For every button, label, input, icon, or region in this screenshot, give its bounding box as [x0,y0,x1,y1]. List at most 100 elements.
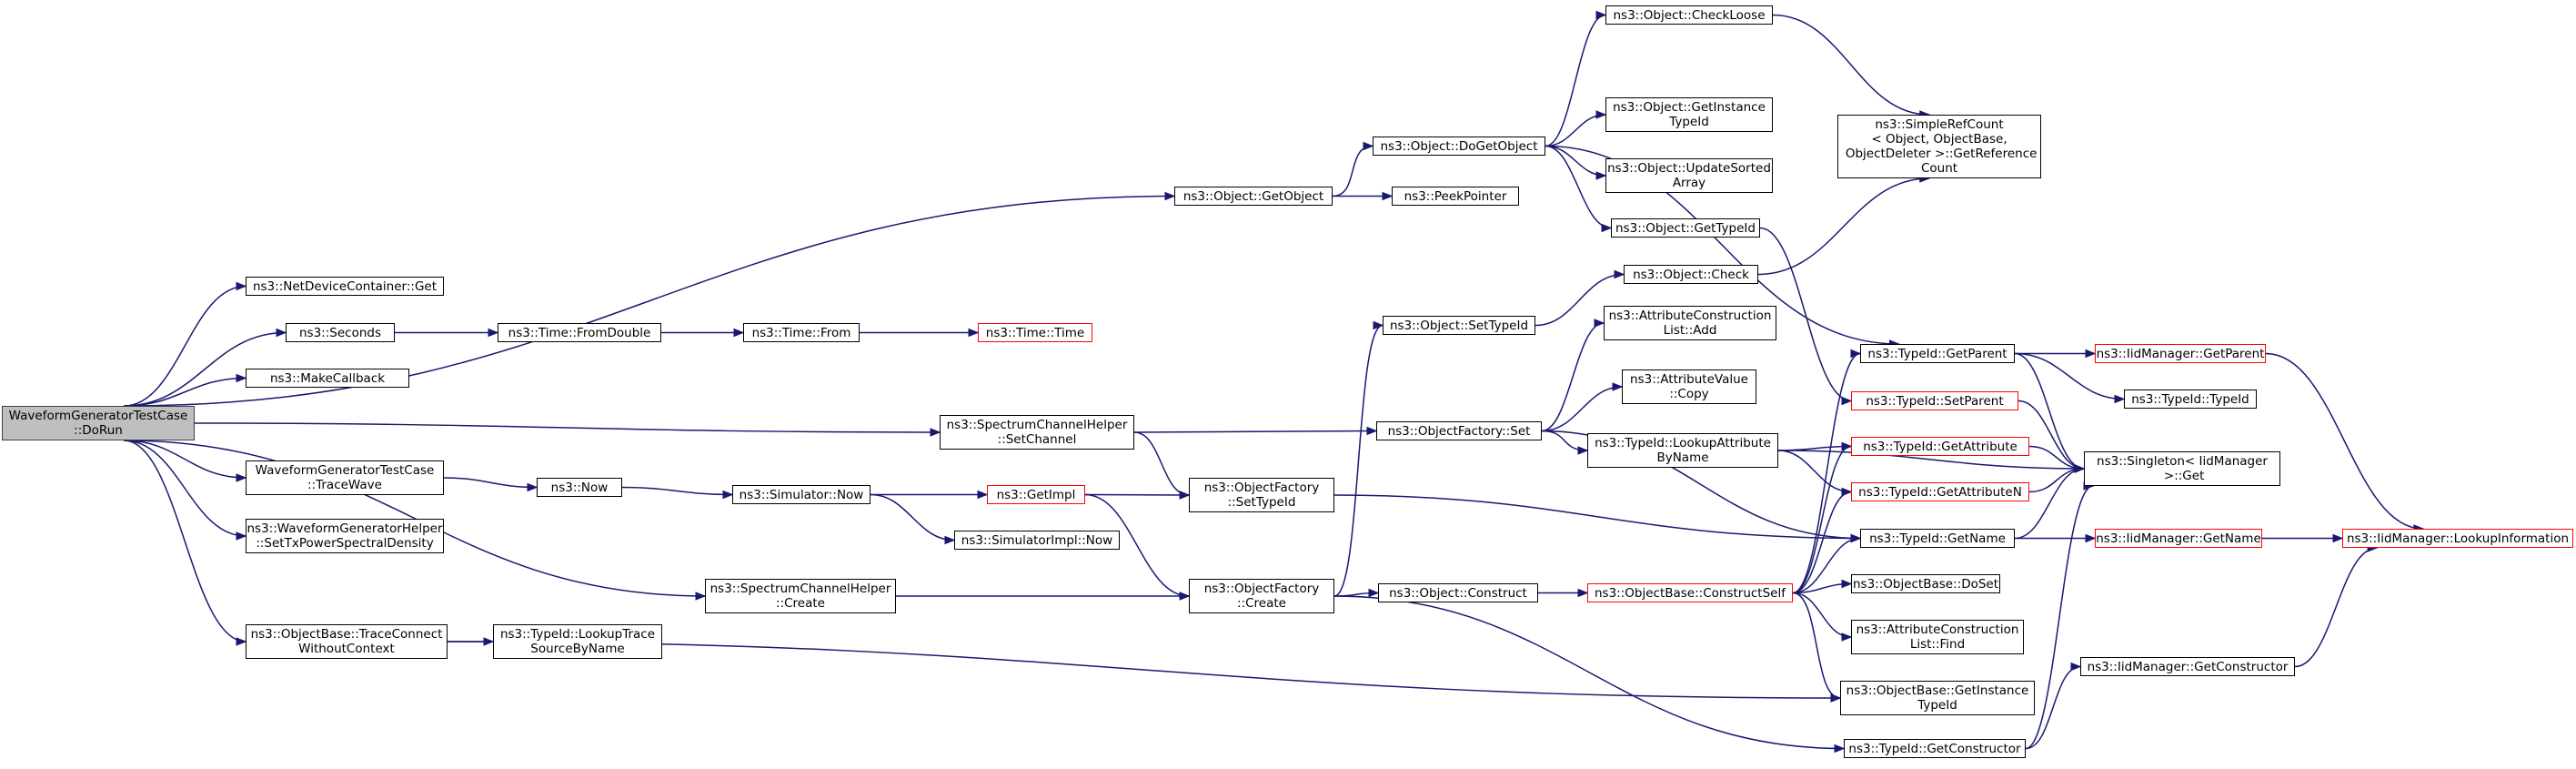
edge-lookupattr-singletonget [1777,450,2085,470]
edge-root-tracecwc [124,440,247,643]
arrowhead-constructself-tidgetattr [1841,441,1853,451]
arrowhead-ofcreate-objconstruct [1368,588,1380,598]
edge-tracewave-now [443,477,538,489]
arrowhead-objsettypeid-objcheck [1614,269,1625,279]
edge-tracecwc-obgetinstance [447,641,1841,699]
arrowhead-constructself-tidgetname [1850,533,1862,543]
node-seconds[interactable]: ns3::Seconds [286,323,395,342]
edge-ofset-avcopy [1541,386,1623,432]
arrowhead-now-simnow [722,490,734,500]
edge-ofset-aclistadd [1541,322,1605,432]
node-tidgetname[interactable]: ns3::TypeId::GetName [1860,529,2015,548]
node-objconstruct[interactable]: ns3::Object::Construct [1378,583,1538,602]
node-simnow[interactable]: ns3::Simulator::Now [732,485,870,504]
node-iidgetconstructor[interactable]: ns3::IidManager::GetConstructor [2080,657,2295,676]
node-lookuptrace[interactable]: ns3::TypeId::LookupTrace SourceByName [493,624,662,659]
node-schsetchannel[interactable]: ns3::SpectrumChannelHelper ::SetChannel [940,415,1134,450]
edge-lookupattr-tidgetattrn [1777,450,1852,493]
node-tidsetparent[interactable]: ns3::TypeId::SetParent [1851,391,2018,410]
edge-ofcreate-tidgetconstructor [1333,595,1845,750]
arrowhead-root-ndcget [236,281,247,291]
node-iidgetparent[interactable]: ns3::IidManager::GetParent [2095,344,2266,363]
node-avcopy[interactable]: ns3::AttributeValue ::Copy [1622,369,1756,404]
arrowhead-root-settxpsd [236,531,247,541]
edge-dogetobject-tidgetparent [1545,145,1899,345]
node-tidgetconstructor[interactable]: ns3::TypeId::GetConstructor [1844,739,2026,758]
arrowhead-ofset-aclistadd [1594,319,1605,328]
node-aclistadd[interactable]: ns3::AttributeConstruction List::Add [1604,306,1776,340]
node-dogetobject[interactable]: ns3::Object::DoGetObject [1373,137,1545,156]
node-ofset[interactable]: ns3::ObjectFactory::Set [1376,421,1542,440]
node-iidgetname[interactable]: ns3::IidManager::GetName [2095,529,2262,548]
arrowhead-seconds-fromdouble [488,328,499,338]
node-lookupattr[interactable]: ns3::TypeId::LookupAttribute ByName [1587,433,1778,468]
arrowhead-constructself-tidgetattrn [1841,487,1853,497]
arrowhead-iidgetname-iidlookup [2332,533,2344,543]
edge-objgettypeid-tidsetparent [1759,227,1852,402]
edge-tidgetparent-tidtypeid [2014,352,2125,400]
arrowhead-schcreate-ofcreate [1179,592,1191,601]
node-iidlookup[interactable]: ns3::IidManager::LookupInformation [2342,529,2573,548]
arrowhead-objgettypeid-tidsetparent [1841,396,1853,406]
node-tidgetattr[interactable]: ns3::TypeId::GetAttribute [1851,437,2029,456]
edge-tidgetconstructor-singletonget [2025,485,2094,750]
arrowhead-timefrom-timetime [968,328,980,338]
arrowhead-constructself-obdoset [1841,579,1853,589]
node-obgetinstance[interactable]: ns3::ObjectBase::GetInstance TypeId [1840,681,2035,715]
node-tidgetattrn[interactable]: ns3::TypeId::GetAttributeN [1851,482,2029,501]
node-obdoset[interactable]: ns3::ObjectBase::DoSet [1851,574,2000,593]
node-tracewave[interactable]: WaveformGeneratorTestCase ::TraceWave [246,460,444,495]
edge-checkloose-simplerefcount [1772,14,1929,116]
node-objgetinstance[interactable]: ns3::Object::GetInstance TypeId [1605,97,1773,132]
arrowhead-root-schcreate [695,592,707,601]
node-objcheck[interactable]: ns3::Object::Check [1624,265,1758,284]
node-tracecwc[interactable]: ns3::ObjectBase::TraceConnect WithoutCon… [246,624,448,659]
node-singletonget[interactable]: ns3::Singleton< IidManager >::Get [2084,451,2280,486]
node-fromdouble[interactable]: ns3::Time::FromDouble [498,323,661,342]
edge-simnow-simimplnow [870,493,955,541]
arrowhead-constructself-aclistfind [1841,632,1853,642]
edge-getimpl-ofsettypeid [1084,493,1190,496]
node-aclistfind[interactable]: ns3::AttributeConstruction List::Find [1851,620,2024,654]
arrowhead-schsetchannel-ofset [1366,426,1378,436]
edge-iidgetparent-iidlookup [2265,352,2423,530]
arrowhead-dogetobject-updatesorted [1595,171,1607,180]
arrowhead-tidgetname-singletonget [2074,464,2086,473]
node-tidtypeid[interactable]: ns3::TypeId::TypeId [2124,390,2257,409]
node-ofsettypeid[interactable]: ns3::ObjectFactory ::SetTypeId [1189,478,1334,512]
node-getobject[interactable]: ns3::Object::GetObject [1174,187,1333,206]
node-timefrom[interactable]: ns3::Time::From [743,323,860,342]
node-simplerefcount[interactable]: ns3::SimpleRefCount < Object, ObjectBase… [1837,115,2041,178]
arrowhead-ofset-lookupattr [1577,446,1589,455]
node-objsettypeid[interactable]: ns3::Object::SetTypeId [1383,316,1535,335]
edge-root-tracewave [124,440,247,479]
arrowhead-dogetobject-objgetinstance [1595,110,1607,119]
arrowhead-dogetobject-checkloose [1595,10,1607,20]
arrowhead-constructself-tidgetparent [1850,349,1862,359]
arrowhead-tracewave-now [527,482,538,492]
node-updatesorted[interactable]: ns3::Object::UpdateSorted Array [1605,158,1773,193]
node-tidgetparent[interactable]: ns3::TypeId::GetParent [1860,344,2015,363]
node-objgettypeid[interactable]: ns3::Object::GetTypeId [1611,218,1760,238]
node-constructself[interactable]: ns3::ObjectBase::ConstructSelf [1587,583,1793,602]
edge-schsetchannel-ofset [1133,430,1377,433]
node-ndcget[interactable]: ns3::NetDeviceContainer::Get [246,277,444,296]
arrowhead-simnow-getimpl [977,490,989,500]
node-getimpl[interactable]: ns3::GetImpl [987,485,1085,504]
node-peekpointer[interactable]: ns3::PeekPointer [1392,187,1519,206]
edge-ofsettypeid-tidgetname [1333,494,1861,540]
node-now[interactable]: ns3::Now [537,478,622,497]
node-simimplnow[interactable]: ns3::SimulatorImpl::Now [954,531,1120,550]
node-makecallback[interactable]: ns3::MakeCallback [246,369,409,388]
edge-root-schsetchannel [194,422,941,433]
arrowhead-root-seconds [276,328,287,338]
arrowhead-root-schsetchannel [930,428,941,437]
node-ofcreate[interactable]: ns3::ObjectFactory ::Create [1189,579,1334,613]
arrowhead-getobject-peekpointer [1382,191,1394,201]
node-timetime[interactable]: ns3::Time::Time [978,323,1092,342]
arrowhead-tidgetname-iidgetname [2085,533,2097,543]
node-settxpsd[interactable]: ns3::WaveformGeneratorHelper ::SetTxPowe… [246,519,444,553]
node-checkloose[interactable]: ns3::Object::CheckLoose [1605,5,1773,25]
node-schcreate[interactable]: ns3::SpectrumChannelHelper ::Create [705,579,896,613]
